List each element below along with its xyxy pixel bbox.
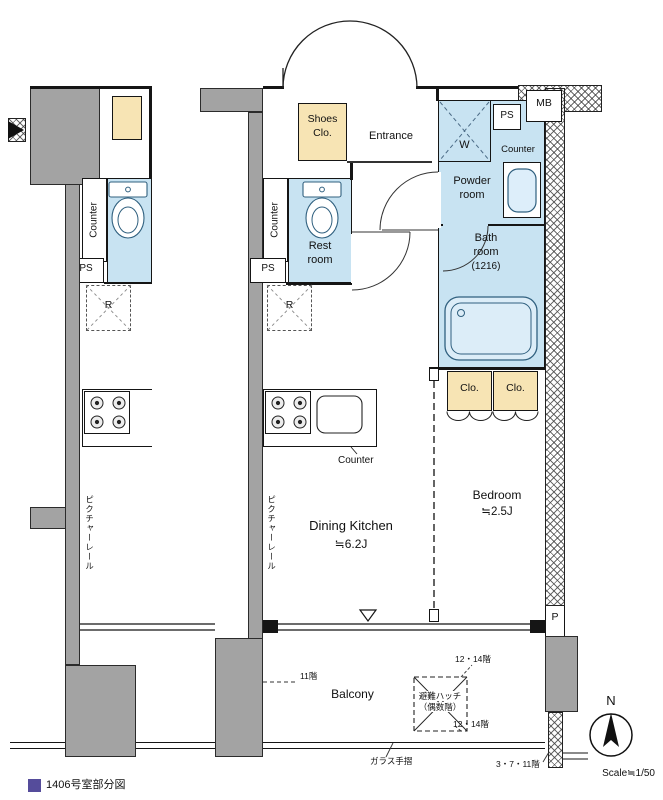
rest-room-label-1: Rest — [308, 240, 332, 252]
bath-room-label-1: Bath — [474, 232, 498, 244]
pipe-label: P — [551, 611, 559, 623]
left-top-concrete-wall — [30, 88, 100, 185]
left-closet-box — [112, 96, 142, 140]
evac-floors-top-label: 12・14階 — [455, 654, 491, 664]
main-left-concrete-wall — [248, 112, 263, 640]
bedroom-size-label: ≒2.5J — [481, 506, 513, 518]
main-window-lines — [278, 623, 530, 631]
mb-box — [526, 90, 562, 122]
left-wall-below-rest — [104, 282, 152, 284]
railing-label-leader — [385, 742, 394, 758]
floor-note-left-label: 11階 — [300, 671, 318, 681]
scale-label: Scale≒1/50 — [602, 768, 655, 779]
window-triangle-marker — [358, 609, 378, 623]
closet2-label: Clo. — [506, 382, 525, 394]
counter-top-label: Counter — [501, 144, 535, 155]
glass-rail-label: ガラス手摺 — [370, 756, 413, 766]
bedroom-closet-2 — [493, 371, 538, 411]
left-counter-label: Counter — [88, 202, 100, 238]
powder-room-label-1: Powder — [453, 175, 491, 187]
left-hatch-block — [8, 118, 26, 142]
compass-icon — [589, 713, 633, 757]
left-side-concrete-wall — [65, 184, 80, 665]
main-top-wall-right — [416, 86, 520, 89]
picture-rail-label: ピクチャーレール — [266, 495, 277, 571]
evac-hatch-label-2: （偶数階） — [407, 702, 473, 713]
legend-square — [28, 779, 41, 792]
dining-kitchen-size-label: ≒6.2J — [334, 537, 368, 551]
counter-strip — [263, 178, 288, 262]
stove-box — [265, 391, 311, 434]
entrance-step-line — [347, 161, 432, 163]
main-top-concrete-wall — [200, 88, 263, 112]
balcony-partition-wall — [215, 638, 263, 757]
rest-room-area — [288, 178, 352, 283]
evac-hatch-text-2: （偶数階） — [418, 702, 462, 712]
main-top-wall-left — [263, 86, 284, 89]
north-label: N — [606, 693, 616, 708]
powder-door-opening — [436, 172, 441, 228]
rail-floors-label: 3・7・11階 — [496, 759, 540, 769]
bath-bedroom-wall — [429, 367, 545, 370]
bedroom-label: Bedroom — [472, 488, 522, 502]
sliding-door-pocket-top — [429, 368, 439, 381]
washer-label: W — [459, 139, 470, 151]
left-balcony-concrete — [65, 665, 136, 757]
wall-below-rest — [286, 282, 352, 285]
evac-hatch-text-1: 避難ハッチ — [418, 691, 462, 701]
evac-floors-bottom-label: 12・14階 — [453, 719, 489, 729]
left-counter-strip — [82, 178, 107, 262]
rest-room-label-2: room — [307, 254, 333, 266]
entrance-door-arc — [282, 20, 418, 89]
ps-top-box — [493, 104, 521, 130]
closet1-label: Clo. — [460, 382, 479, 394]
sliding-door-pocket-bottom — [429, 609, 439, 622]
bath-room-label-2: room — [473, 246, 499, 258]
counter-leader-line — [350, 446, 358, 455]
window-post-left — [263, 620, 278, 633]
ps-top-label: PS — [500, 110, 514, 121]
kitchen-counter-label: Counter — [338, 455, 374, 466]
legend-label: 1406号室部分図 — [46, 779, 126, 791]
shoes-closet-label-2: Clo. — [313, 127, 332, 139]
hall-wall-top-seg — [436, 88, 439, 101]
left-ps-label: PS — [79, 263, 93, 274]
shoes-closet-box — [298, 103, 347, 161]
bottom-right-concrete — [545, 636, 578, 712]
balcony-label: Balcony — [331, 687, 374, 701]
bath-size-label: (1216) — [471, 261, 501, 272]
left-top-wall-line — [30, 86, 152, 89]
washer-box — [438, 100, 491, 162]
vanity-box — [503, 162, 541, 218]
range-label: R — [285, 299, 294, 311]
powder-room-label-2: room — [459, 189, 485, 201]
pipe-notch — [545, 606, 565, 636]
shoes-closet-label-1: Shoes — [307, 113, 338, 125]
entrance-label: Entrance — [368, 130, 414, 142]
left-range-label: R — [104, 299, 113, 311]
left-window-lines — [80, 623, 215, 631]
left-restroom-area — [107, 178, 152, 283]
rest-door-arc — [351, 231, 411, 291]
counter-side-label: Counter — [269, 202, 281, 238]
evac-hatch-label-1: 避難ハッチ — [407, 691, 473, 702]
bedroom-closet-1 — [447, 371, 492, 411]
right-hatch-wall — [545, 88, 565, 606]
dining-kitchen-label: Dining Kitchen — [309, 518, 393, 533]
ps-label: PS — [261, 263, 275, 274]
powder-door-arc — [379, 171, 439, 231]
hall-left-wall-seg — [350, 161, 353, 180]
left-wall-tab — [30, 507, 66, 529]
bottom-right-hatch — [548, 712, 563, 768]
window-post-right — [530, 620, 545, 633]
left-picture-rail-label: ピクチャーレール — [84, 495, 95, 571]
mb-label: MB — [536, 97, 552, 109]
ps-box — [250, 258, 286, 283]
bath-door-opening — [443, 223, 488, 227]
left-stove-box — [84, 391, 130, 434]
closet-curtain-arcs — [446, 411, 539, 421]
